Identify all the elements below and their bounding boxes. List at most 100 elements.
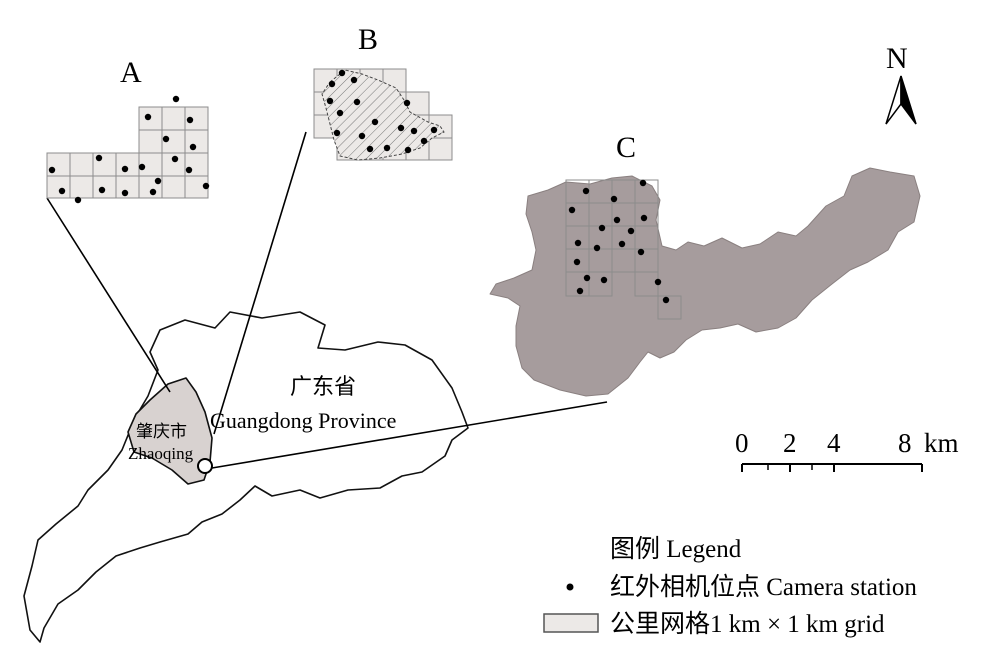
study-site-marker — [197, 458, 213, 474]
panel-c-reserve-area — [489, 167, 921, 397]
camera-station-dot — [185, 166, 193, 174]
camera-station-dot — [403, 99, 411, 107]
camera-station-dot — [350, 76, 358, 84]
scale-tick-label: 0 — [735, 428, 749, 458]
camera-station-dot — [410, 127, 418, 135]
legend: 图例 Legend 红外相机位点 Camera station 公里网格1 km… — [543, 535, 917, 638]
camera-station-dot — [144, 113, 152, 121]
camera-station-dot — [637, 248, 645, 256]
camera-station-dot — [74, 196, 82, 204]
camera-station-dot — [576, 287, 584, 295]
camera-station-dot — [172, 95, 180, 103]
legend-title: 图例 Legend — [610, 535, 742, 563]
panel-b-camera-stations — [326, 69, 438, 154]
grid-cell — [69, 152, 94, 177]
camera-station-dot — [336, 109, 344, 117]
panel-b-label: B — [358, 23, 378, 56]
guangdong-province-boundary — [23, 311, 469, 643]
camera-station-dot — [593, 244, 601, 252]
camera-station-dot — [598, 224, 606, 232]
panel-c-label: C — [616, 131, 636, 164]
legend-grid-label: 公里网格1 km × 1 km grid — [610, 610, 885, 638]
camera-station-dot — [154, 177, 162, 185]
camera-station-dot — [574, 239, 582, 247]
scale-unit-label: km — [924, 428, 959, 458]
camera-station-dot — [138, 163, 146, 171]
camera-station-dot — [189, 143, 197, 151]
camera-station-dot — [95, 154, 103, 162]
grid-cell — [184, 129, 209, 154]
camera-station-dot — [121, 165, 129, 173]
camera-station-dot — [639, 179, 647, 187]
north-arrow-right-half — [900, 75, 917, 125]
grid-cell — [92, 175, 117, 199]
zhaoqing-city-area — [127, 377, 213, 485]
camera-station-dot — [171, 155, 179, 163]
province-label-en: Guangdong Province — [210, 408, 396, 433]
grid-cell — [428, 137, 453, 161]
camera-station-dot — [326, 97, 334, 105]
camera-station-dot — [610, 195, 618, 203]
camera-station-dot — [333, 129, 341, 137]
north-arrow-label: N — [886, 42, 908, 75]
panel-a-grid — [46, 106, 209, 199]
camera-station-dot — [338, 69, 346, 77]
grid-cell — [69, 175, 94, 199]
legend-camera-station-symbol — [566, 583, 574, 591]
grid-cell — [657, 295, 682, 320]
grid-cell — [115, 152, 140, 177]
camera-station-dot — [58, 187, 66, 195]
legend-camera-station-label: 红外相机位点 Camera station — [610, 573, 917, 601]
camera-station-dot — [654, 278, 662, 286]
leader-line-a — [46, 197, 171, 393]
panel-a-camera-stations — [48, 95, 210, 204]
grid-cell — [46, 175, 71, 199]
camera-station-dot — [121, 189, 129, 197]
camera-station-dot — [366, 145, 374, 153]
camera-station-dot — [568, 206, 576, 214]
camera-station-dot — [383, 144, 391, 152]
panel-b-hatched-area — [321, 69, 445, 161]
grid-cell — [161, 106, 186, 131]
camera-station-dot — [662, 296, 670, 304]
camera-station-dot — [186, 116, 194, 124]
north-arrow-left-half — [885, 75, 902, 125]
north-arrow: N — [885, 42, 917, 125]
panel-c-camera-stations — [568, 179, 670, 304]
camera-station-dot — [98, 186, 106, 194]
camera-station-dot — [640, 214, 648, 222]
scale-tick-label: 2 — [783, 428, 797, 458]
city-label-cn: 肇庆市 — [136, 422, 187, 441]
scale-tick-label: 4 — [827, 428, 841, 458]
camera-station-dot — [618, 240, 626, 248]
leader-line-b — [213, 131, 307, 435]
camera-station-dot — [404, 146, 412, 154]
camera-station-dot — [397, 124, 405, 132]
camera-station-dot — [149, 188, 157, 196]
camera-station-dot — [328, 80, 336, 88]
camera-station-dot — [353, 98, 361, 106]
camera-station-dot — [202, 182, 210, 190]
grid-cell — [588, 271, 613, 297]
camera-station-dot — [371, 118, 379, 126]
camera-station-dot — [582, 187, 590, 195]
camera-station-dot — [358, 132, 366, 140]
camera-station-dot — [613, 216, 621, 224]
camera-station-dot — [627, 227, 635, 235]
camera-station-dot — [600, 276, 608, 284]
camera-station-dot — [430, 126, 438, 134]
scale-bar: 0 2 4 8 km — [735, 428, 959, 472]
grid-cell — [161, 175, 186, 199]
panel-a-label: A — [120, 56, 142, 89]
province-label-cn: 广东省 — [290, 374, 356, 399]
camera-station-dot — [583, 274, 591, 282]
camera-station-dot — [48, 166, 56, 174]
scale-tick-label: 8 — [898, 428, 912, 458]
legend-grid-symbol — [543, 613, 599, 633]
camera-station-dot — [162, 135, 170, 143]
city-label-en: Zhaoqing — [128, 444, 194, 463]
leader-line-c — [211, 401, 608, 469]
camera-station-dot — [573, 258, 581, 266]
